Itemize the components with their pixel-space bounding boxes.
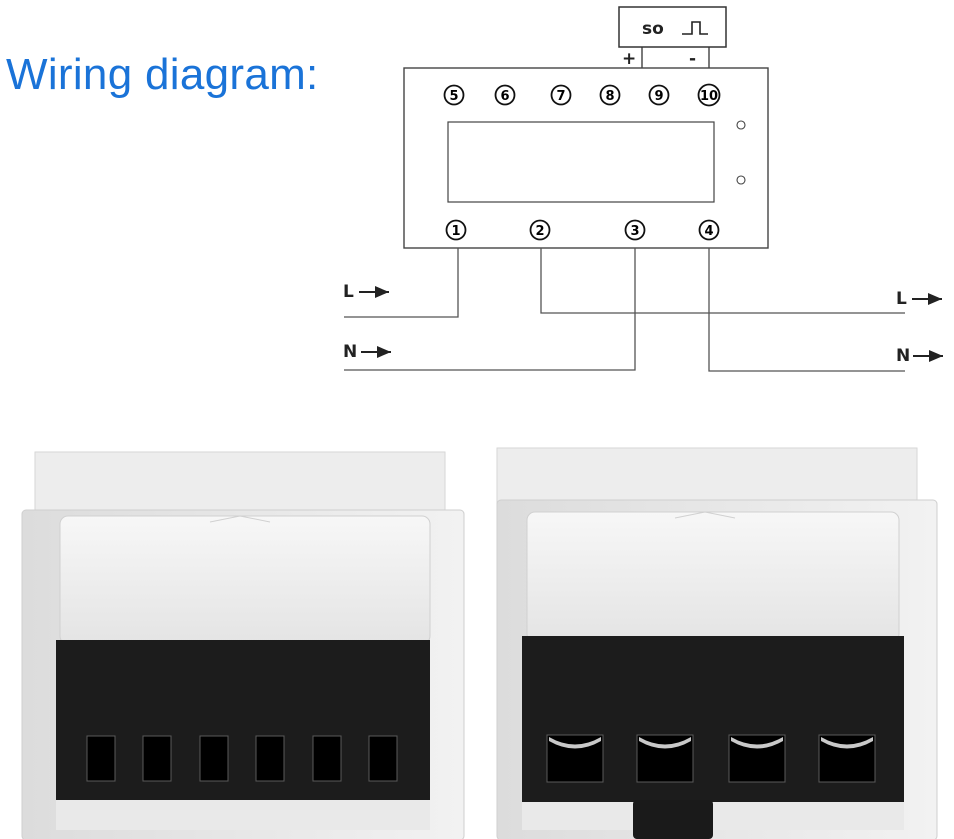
indicator-led: [736, 120, 746, 130]
terminal-slot: [86, 735, 116, 782]
terminal-slot: [255, 735, 285, 782]
right-n-label: N: [896, 346, 910, 366]
terminal-slot: [312, 735, 342, 782]
bottom-terminals: 1 2 3 4: [445, 219, 720, 241]
indicator-led: [736, 175, 746, 185]
pulse-icon: [682, 21, 708, 35]
right-l-label: L: [896, 289, 907, 309]
line-labels: L N L N: [343, 282, 943, 366]
wire-line-in: [344, 248, 459, 318]
svg-text:8: 8: [605, 89, 614, 104]
so-plus-label: +: [622, 49, 636, 69]
meter-photo-six-slots: [21, 451, 465, 839]
left-l-label: L: [343, 282, 354, 302]
so-output-box: so + -: [618, 6, 727, 69]
terminal-slot: [368, 735, 398, 782]
svg-text:4: 4: [704, 224, 713, 239]
svg-text:6: 6: [500, 89, 509, 104]
terminal-4: 4: [698, 219, 720, 241]
terminal-7: 7: [550, 84, 572, 106]
meter-display: [447, 121, 715, 203]
top-terminals: 5 6 7 8 9 10: [443, 83, 721, 107]
meter-body: [403, 67, 769, 249]
terminal-1: 1: [445, 219, 467, 241]
left-n-label: N: [343, 342, 357, 362]
so-minus-label: -: [689, 49, 696, 69]
svg-text:5: 5: [449, 89, 458, 104]
svg-text:9: 9: [654, 89, 663, 104]
wire-neutral-out: [708, 248, 905, 372]
terminal-2: 2: [529, 219, 551, 241]
terminal-9: 9: [648, 84, 670, 106]
svg-text:2: 2: [535, 224, 544, 239]
svg-text:1: 1: [451, 224, 460, 239]
terminal-8: 8: [599, 84, 621, 106]
svg-text:10: 10: [700, 89, 718, 104]
svg-text:3: 3: [630, 224, 639, 239]
wire-line-out: [540, 248, 905, 314]
diagram-title: Wiring diagram:: [6, 50, 319, 99]
svg-text:7: 7: [556, 89, 565, 104]
terminal-slot: [199, 735, 229, 782]
terminal-slot: [142, 735, 172, 782]
terminal-3: 3: [624, 219, 646, 241]
terminal-10: 10: [697, 83, 721, 107]
meter-photo-four-slots: [496, 447, 938, 839]
terminal-6: 6: [494, 84, 516, 106]
wiring-lines: [344, 248, 905, 372]
din-clip: [633, 800, 713, 839]
so-label: so: [642, 19, 664, 39]
wire-neutral-in: [344, 248, 636, 371]
terminal-5: 5: [443, 84, 465, 106]
